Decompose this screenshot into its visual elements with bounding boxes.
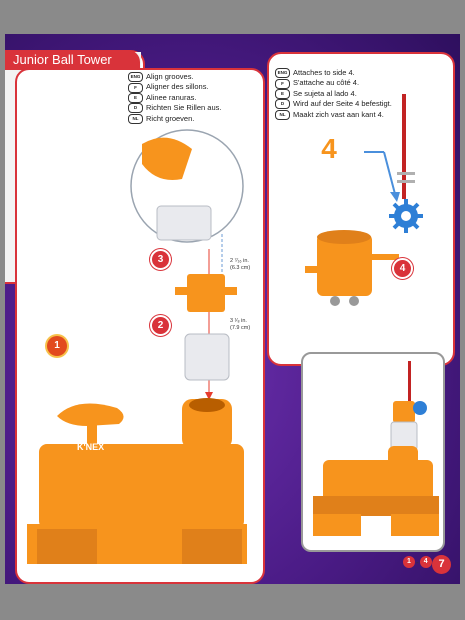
lang-badge: E: [128, 93, 143, 104]
lang-badge: ENG: [128, 72, 143, 83]
upper-dimension: 2 ⁷⁄₁₆ in. (6.3 cm): [230, 258, 250, 272]
lang-badge: NL: [128, 113, 143, 124]
instruction-text: Richt groeven.: [146, 113, 195, 123]
instruction-text: Wird auf der Seite 4 befestigt.: [293, 99, 392, 109]
upper-dimension-inches: 2 ⁷⁄₁₆ in.: [230, 258, 249, 264]
lang-badge: F: [128, 82, 143, 93]
side-4-label: 4: [312, 132, 346, 166]
lower-dimension-inches: 3 ¹⁄₈ in.: [230, 318, 247, 324]
range-start: 1: [403, 556, 415, 568]
side-attach-diagram: [305, 94, 423, 306]
step-4-marker: 4: [392, 258, 413, 279]
step-range: 1 - 4: [403, 556, 432, 568]
step-2-marker: 2: [150, 315, 171, 336]
step-1-starburst: 1: [47, 336, 67, 356]
instruction-text: Aligner des sillons.: [146, 82, 209, 92]
page-title: Junior Ball Tower: [5, 50, 140, 70]
completed-assembly-illustration: [313, 361, 439, 536]
instruction-text: S'attache au côté 4.: [293, 78, 360, 88]
lang-badge: E: [275, 89, 290, 100]
lang-badge: ENG: [275, 68, 290, 79]
instruction-text: Richten Sie Rillen aus.: [146, 103, 222, 113]
instruction-text: Attaches to side 4.: [293, 68, 355, 77]
instruction-text: Alinee ranuras.: [146, 92, 197, 102]
lang-badge: F: [275, 78, 290, 89]
upper-dimension-cm: (6.3 cm): [230, 265, 251, 271]
lang-badge: D: [128, 103, 143, 114]
instruction-text: Maakt zich vast aan kant 4.: [293, 109, 384, 119]
lang-badge: NL: [275, 109, 290, 120]
assembly-diagram: [27, 129, 247, 564]
range-dash: -: [416, 557, 419, 567]
instruction-text: Align grooves.: [146, 72, 194, 81]
knex-logo: K'NEX: [77, 442, 105, 452]
instruction-text: Se sujeta al lado 4.: [293, 88, 357, 98]
step-3-marker: 3: [150, 249, 171, 270]
lang-badge: D: [275, 99, 290, 110]
lower-dimension: 3 ¹⁄₈ in. (7.9 cm): [230, 318, 250, 332]
lower-dimension-cm: (7.9 cm): [230, 325, 251, 331]
page-number: 7: [432, 555, 451, 574]
side-attach-panel: [267, 52, 455, 366]
range-end: 4: [419, 556, 432, 568]
